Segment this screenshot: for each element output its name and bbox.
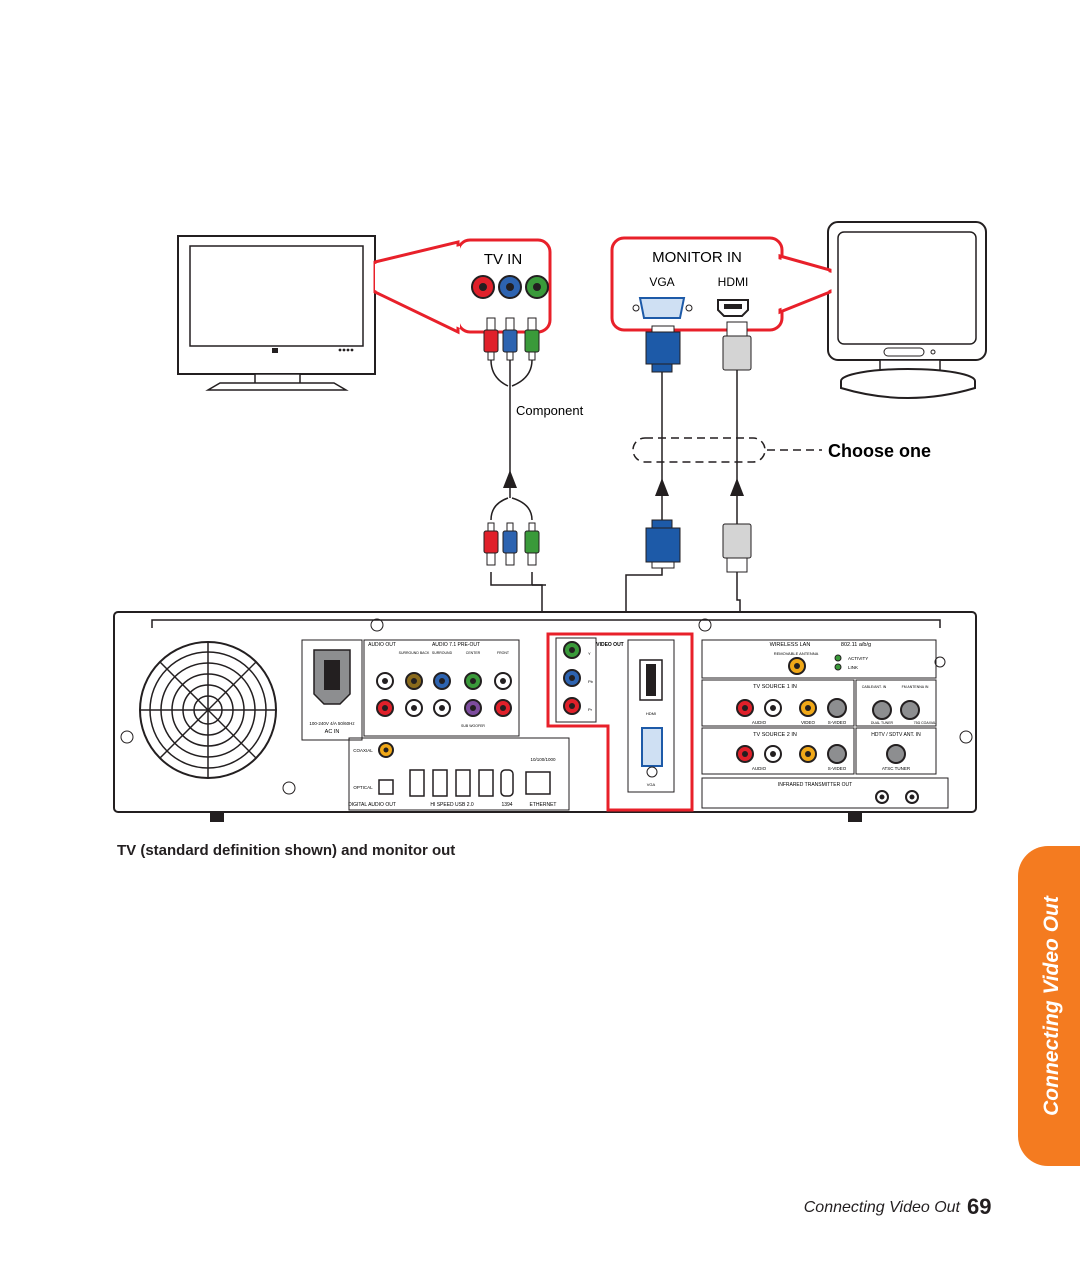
y-label: Y [588,651,591,656]
digital-audio-out-label: DIGITAL AUDIO OUT [348,802,396,808]
hdtv-ant-label: HDTV / SDTV ANT. IN [871,732,921,738]
tv-in-label: TV IN [484,251,522,268]
pc-back-panel: 100-240V 4/A 50/60Hz AC IN AUDIO OUT AUD… [113,611,977,822]
audio-label-2: AUDIO [752,766,767,771]
choose-one-label: Choose one [828,441,931,461]
wireless-lan-label: WIRELESS LAN [770,642,811,648]
section-tab [1018,846,1080,1166]
section-tab-label: Connecting Video Out [1040,896,1063,1116]
removable-antenna-label: REMOVABLE ANTENNA [774,651,819,656]
cable-ant-label: CABLE/ANT. IN [862,685,887,689]
fm-antenna-label: FM ANTENNA IN [902,685,929,689]
center-label: CENTER [466,651,481,655]
audio-label-1: AUDIO [752,720,767,725]
video-label-1: VIDEO [801,720,816,725]
pb-label: Pb [588,679,594,684]
s-video-label-2: S-VIDEO [828,766,847,771]
usb-label: HI SPEED USB 2.0 [430,802,474,808]
front-label: FRONT [497,651,510,655]
s-video-label-1: S-VIDEO [828,720,847,725]
ac-in-label: AC IN [325,729,340,735]
infrared-out-label: INFRARED TRANSMITTER OUT [778,782,852,788]
pr-label: Pr [588,707,593,712]
footer-section-title: Connecting Video Out [803,1199,960,1216]
tv-source-1-label: TV SOURCE 1 IN [753,684,797,690]
ethernet-speed-label: 10/100/1000 [530,757,556,762]
fan-grille [139,641,277,779]
activity-label: ACTIVITY [848,656,868,661]
optical-label: OPTICAL [353,785,373,790]
page-number: 69 [967,1194,992,1219]
component-cable: Component [483,317,584,705]
coaxial-label: COAXIAL [353,748,373,753]
figure-caption: TV (standard definition shown) and monit… [117,842,456,859]
vga-cable [625,325,681,739]
component-label: Component [516,403,584,418]
tv-icon [177,235,376,391]
link-label: LINK [848,665,858,670]
hdmi-port-label: HDMI [646,711,656,716]
dual-tuner-label: DUAL TUNER [871,721,894,725]
power-rating-label: 100-240V 4/A 50/60Hz [309,721,355,726]
tv-source-2-label: TV SOURCE 2 IN [753,732,797,738]
video-out-label: VIDEO OUT [596,642,624,648]
ethernet-label: ETHERNET [530,802,557,808]
sub-woofer-label: SUB WOOFER [461,724,485,728]
hdmi-label: HDMI [718,275,749,289]
tv-in-callout: TV IN [373,238,552,335]
atsc-tuner-label: ATSC TUNER [882,766,911,771]
audio-out-label: AUDIO OUT [368,642,396,648]
wireless-std-label: 802.11 a/b/g [841,642,871,648]
surround-back-label: SURROUND BACK [399,651,430,655]
vga-label: VGA [649,275,674,289]
monitor-icon [827,221,987,399]
firewire-label: 1394 [501,802,512,808]
audio-71-label: AUDIO 7.1 PRE-OUT [432,642,480,648]
monitor-in-callout: MONITOR IN VGA HDMI [610,236,832,332]
choose-one-indicator: Choose one [632,437,931,463]
surround-label: SURROUND [432,651,453,655]
vga-port-label: VGA [647,782,656,787]
monitor-in-label: MONITOR IN [652,249,742,266]
ohm-label: 75Ω COAXIAL [914,721,937,725]
